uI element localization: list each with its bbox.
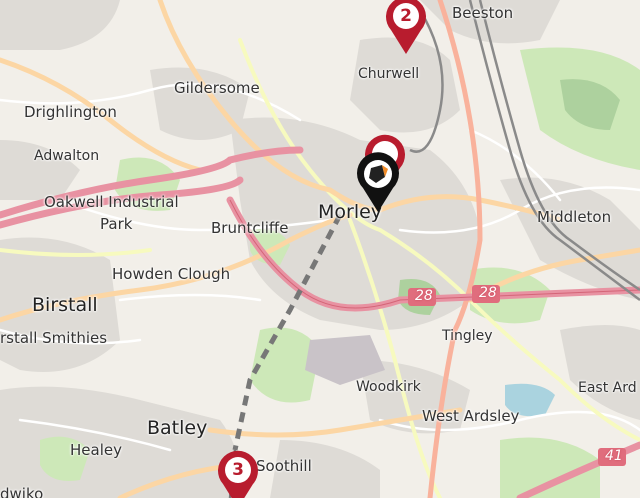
place-oakwell-industrial: Oakwell Industrial	[44, 193, 179, 211]
place-birstall: Birstall	[32, 294, 98, 316]
place-tingley: Tingley	[442, 328, 493, 344]
marker-number: 3	[232, 460, 244, 480]
place-adwalton: Adwalton	[34, 148, 100, 164]
place-east-ardsley: East Ard	[578, 380, 637, 396]
road-shield-a28-right	[472, 285, 500, 303]
marker-pin-icon	[386, 0, 426, 54]
quarry-area	[305, 335, 385, 385]
place-middleton: Middleton	[537, 208, 612, 226]
place-birstall-smithies: rstall Smithies	[0, 329, 108, 347]
road-shield-a28-left	[408, 288, 436, 306]
map-marker-2[interactable]: 2	[383, 0, 429, 56]
road-shield-a41	[598, 448, 626, 466]
road-number-a28-right: 28	[479, 285, 497, 301]
place-morley: Morley	[318, 201, 383, 223]
place-west-ardsley: West Ardsley	[422, 407, 520, 425]
green-areas	[40, 47, 640, 498]
place-gildersome: Gildersome	[174, 79, 260, 97]
map-marker-3[interactable]: 3	[215, 446, 261, 498]
marker-pin-icon	[218, 450, 258, 498]
place-oakwell-park: Park	[100, 215, 133, 233]
place-churwell: Churwell	[358, 66, 420, 82]
reservoir	[505, 383, 555, 417]
road-number-a28-left: 28	[415, 288, 433, 304]
marker-number: 2	[400, 6, 412, 26]
current-location-marker[interactable]	[354, 150, 402, 214]
place-batley: Batley	[147, 417, 208, 439]
place-soothill: Soothill	[256, 457, 312, 475]
place-healey: Healey	[70, 441, 122, 459]
place-woodkirk: Woodkirk	[356, 379, 421, 395]
place-bruntcliffe: Bruntcliffe	[211, 219, 289, 237]
place-beeston: Beeston	[452, 4, 514, 22]
place-dewsbury-partial: dwiko	[0, 485, 44, 498]
place-howden-clough: Howden Clough	[112, 265, 231, 283]
place-drighlington: Drighlington	[24, 103, 117, 121]
location-pin-icon	[357, 152, 399, 212]
road-number-a41: 41	[605, 448, 623, 464]
